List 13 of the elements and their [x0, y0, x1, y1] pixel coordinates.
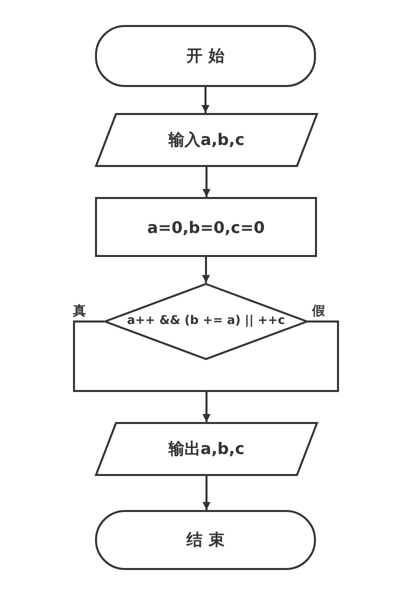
- arrow: [202, 320, 339, 422]
- arrow: [202, 257, 210, 283]
- arrow: [202, 476, 210, 510]
- terminal-box: 开 始: [95, 25, 316, 87]
- terminal-box: 结 束: [95, 510, 316, 570]
- decision-diamond: a++ && (b += a) || ++c: [104, 283, 308, 360]
- io-parallelogram: 输入a,b,c: [95, 113, 318, 167]
- arrow: [202, 167, 210, 197]
- process-box: a=0,b=0,c=0: [95, 197, 317, 257]
- io-parallelogram: 输出a,b,c: [95, 422, 318, 476]
- edge-label: 真: [73, 304, 86, 318]
- edge-label: 假: [312, 304, 325, 318]
- arrow: [202, 87, 210, 113]
